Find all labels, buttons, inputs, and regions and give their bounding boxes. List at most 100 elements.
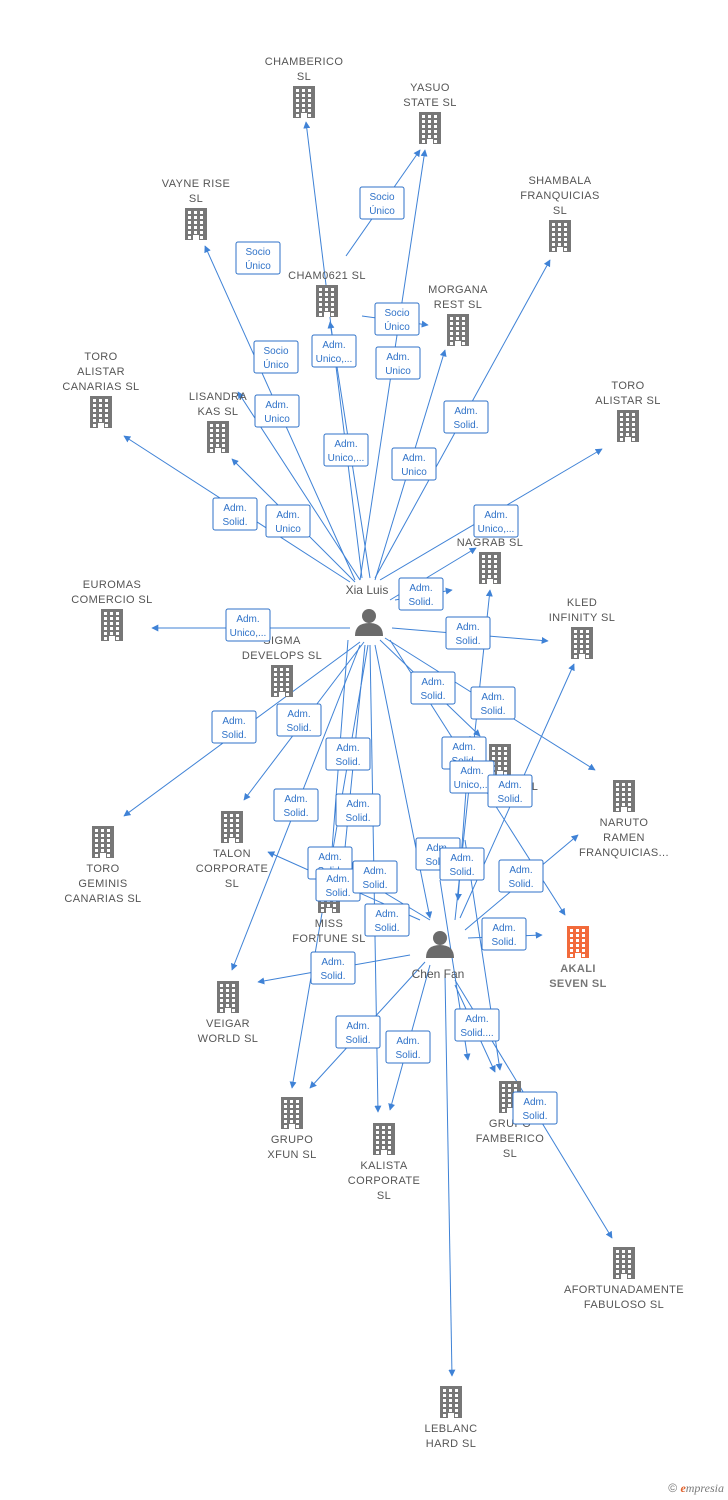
relation-label[interactable]: Adm.Solid. [445, 616, 491, 650]
person-node-xia[interactable]: Xia Luis [346, 583, 389, 636]
relation-label[interactable]: Adm.Unico,... [311, 334, 357, 368]
building-window [494, 555, 497, 558]
relation-label[interactable]: Adm.Solid. [481, 917, 527, 951]
relation-label[interactable]: Adm.Solid. [352, 860, 398, 894]
company-node-cham0621[interactable]: CHAM0621 SL [288, 270, 366, 317]
relation-label[interactable]: Adm.Solid. [212, 497, 258, 531]
relation-label[interactable]: Adm.Solid. [335, 793, 381, 827]
building-window [284, 1115, 287, 1118]
building-window [107, 849, 110, 852]
brand-footer[interactable]: © empresia [668, 1481, 724, 1496]
relation-label[interactable]: Adm.Unico [375, 346, 421, 380]
building-icon [92, 826, 114, 858]
company-label-line: GRUPO [271, 1134, 313, 1146]
building-window [194, 221, 197, 224]
building-window [376, 1146, 379, 1149]
relation-label[interactable]: Adm.Solid. [439, 847, 485, 881]
relation-label[interactable]: Adm.Unico,... [225, 608, 271, 642]
person-node-chen[interactable]: Chen Fan [412, 931, 465, 981]
relation-label[interactable]: Adm.Solid. [385, 1030, 431, 1064]
relation-label-text: Adm. [409, 583, 432, 594]
building-window [498, 767, 501, 770]
relation-label[interactable]: Adm.Solid. [325, 737, 371, 771]
company-label-line: SL [377, 1190, 391, 1202]
building-door [100, 853, 106, 858]
company-label-line: COMERCIO SL [71, 594, 152, 606]
building-window [616, 798, 619, 801]
building-window [434, 135, 437, 138]
relation-label[interactable]: Adm.Solid. [398, 577, 444, 611]
relation-label[interactable]: Adm.Unico,... [473, 504, 519, 538]
brand-logo-text: mpresia [685, 1481, 724, 1495]
building-window [622, 1250, 625, 1253]
relation-label[interactable]: Adm.Solid.... [454, 1008, 500, 1042]
relation-label[interactable]: Adm.Solid. [498, 859, 544, 893]
building-window [274, 688, 277, 691]
relation-label[interactable]: Adm.Solid. [364, 903, 410, 937]
building-window [331, 303, 334, 306]
building-window [422, 140, 425, 143]
relation-label[interactable]: Adm.Solid. [443, 400, 489, 434]
building-window [319, 298, 322, 301]
building-window [488, 555, 491, 558]
building-window [564, 238, 567, 241]
building-window [104, 632, 107, 635]
relation-label[interactable]: Adm.Unico [391, 447, 437, 481]
building-window [302, 94, 305, 97]
relation-label[interactable]: Adm.Solid. [276, 703, 322, 737]
relation-label[interactable]: Adm.Solid. [512, 1091, 558, 1125]
relation-label[interactable]: Adm.Unico [254, 394, 300, 428]
relation-label-text: Socio [384, 308, 409, 319]
building-window [284, 1125, 287, 1128]
relation-label[interactable]: Adm.Solid. [410, 671, 456, 705]
building-window [628, 793, 631, 796]
relation-label[interactable]: Adm.Solid. [273, 788, 319, 822]
building-window [388, 1141, 391, 1144]
company-node-nagrab[interactable]: NAGRAB SL [457, 537, 524, 584]
relation-label[interactable]: Adm.Unico,... [323, 433, 369, 467]
company-label-line: SL [225, 878, 239, 890]
building-window [628, 808, 631, 811]
building-window [616, 1265, 619, 1268]
relation-label[interactable]: Adm.Solid. [335, 1015, 381, 1049]
relation-label[interactable]: Adm.Solid. [211, 710, 257, 744]
relation-label[interactable]: Adm.Solid. [310, 951, 356, 985]
building-window [443, 1399, 446, 1402]
relation-label[interactable]: Adm.Solid. [487, 774, 533, 808]
relation-label[interactable]: Adm.Unico [265, 504, 311, 538]
building-window [455, 1414, 458, 1417]
relation-label[interactable]: Adm.Solid. [470, 686, 516, 720]
company-node-naruto[interactable]: NARUTORAMENFRANQUICIAS... [579, 780, 669, 859]
relation-label[interactable]: Adm.Unico,... [449, 760, 495, 794]
building-window [382, 1141, 385, 1144]
building-window [616, 783, 619, 786]
relation-label[interactable]: Adm.Solid. [315, 868, 361, 902]
building-window [488, 565, 491, 568]
building-window [230, 834, 233, 837]
building-window [628, 1250, 631, 1253]
